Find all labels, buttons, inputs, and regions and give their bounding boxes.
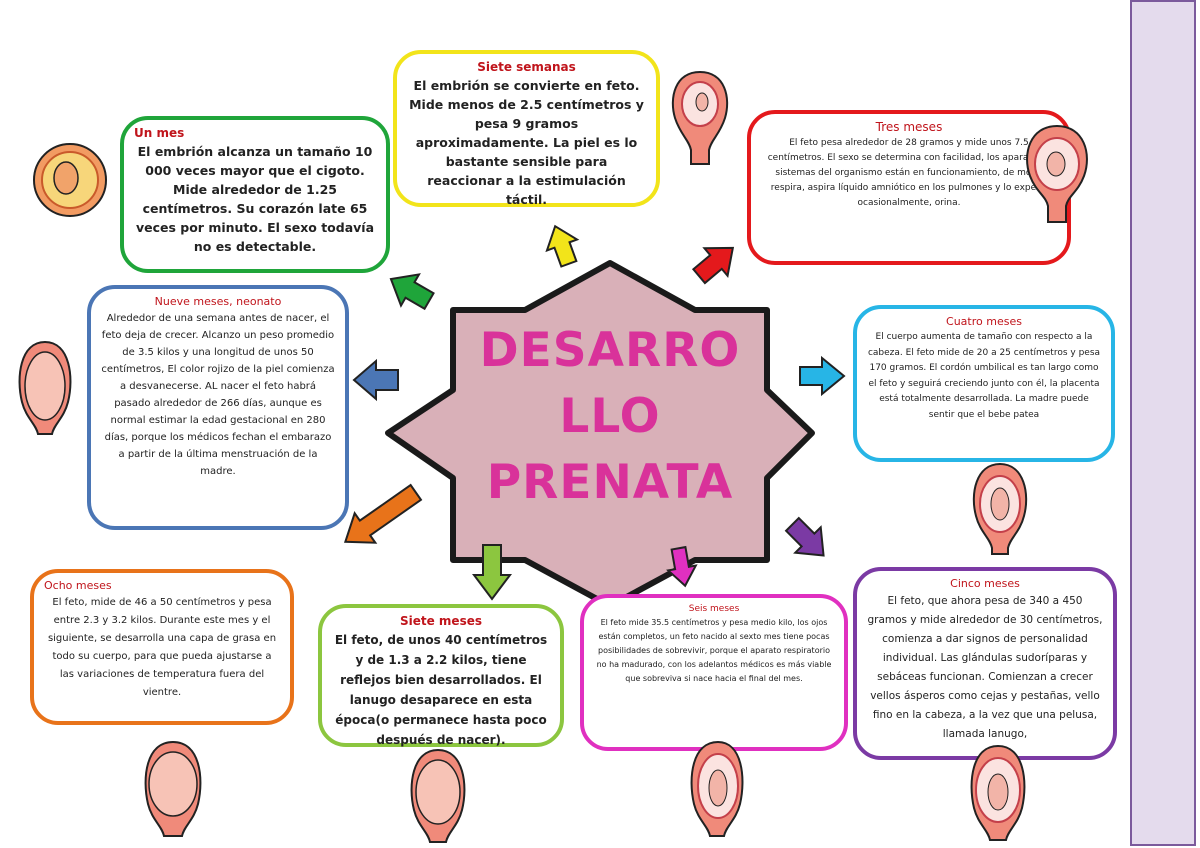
fetus-icon	[410, 748, 466, 843]
fetus-icon	[33, 143, 107, 217]
box-text: Alrededor de una semana antes de nacer, …	[101, 313, 335, 477]
arrow-to-three-months	[691, 246, 735, 285]
side-panel	[1130, 0, 1196, 846]
box-title: Siete meses	[399, 614, 482, 628]
arrow-to-four-months	[799, 355, 846, 397]
arrow-to-seven-months	[472, 544, 512, 601]
box-title: Siete semanas	[477, 60, 576, 74]
box-title: Tres meses	[875, 120, 943, 134]
fetus-icon	[970, 744, 1026, 841]
box-text: El embrión se convierte en feto. Mide me…	[409, 78, 644, 207]
box-title: Nueve meses, neonato	[154, 295, 282, 308]
box-text: El feto pesa alrededor de 28 gramos y mi…	[767, 138, 1051, 208]
fetus-icon	[144, 740, 202, 837]
box-text: El cuerpo aumenta de tamaño con respecto…	[867, 332, 1101, 420]
box-text: El feto mide 35.5 centímetros y pesa med…	[596, 618, 832, 683]
center-title: DESARRO LLO PRENATA	[455, 318, 765, 516]
center-title-line3: PRENATA	[486, 455, 734, 510]
box-text: El embrión alcanza un tamaño 10 000 vece…	[135, 144, 375, 254]
box-title: Seis meses	[688, 604, 740, 614]
box-nine-months: Nueve meses, neonato Alrededor de una se…	[87, 285, 349, 530]
box-text: El feto, mide de 46 a 50 centímetros y p…	[47, 597, 277, 698]
box-seven-months: Siete meses El feto, de unos 40 centímet…	[318, 604, 564, 747]
box-five-months: Cinco meses El feto, que ahora pesa de 3…	[853, 567, 1117, 760]
box-seven-weeks: Siete semanas El embrión se convierte en…	[393, 50, 660, 207]
box-title: Cinco meses	[950, 577, 1020, 590]
box-title: Un mes	[134, 126, 185, 140]
arrow-to-nine-months	[352, 358, 399, 402]
box-four-months: Cuatro meses El cuerpo aumenta de tamaño…	[853, 305, 1115, 462]
box-text: El feto, que ahora pesa de 340 a 450 gra…	[867, 595, 1103, 740]
arrow-to-one-month	[389, 273, 435, 311]
box-eight-months: Ocho meses El feto, mide de 46 a 50 cent…	[30, 569, 294, 725]
fetus-icon	[1026, 124, 1088, 223]
fetus-icon	[18, 340, 72, 435]
arrow-to-six-months	[666, 545, 698, 588]
box-three-months: Tres meses El feto pesa alrededor de 28 …	[747, 110, 1071, 265]
center-title-line2: LLO	[559, 389, 661, 444]
arrow-to-seven-weeks	[545, 224, 580, 268]
fetus-icon	[972, 462, 1028, 555]
fetus-icon	[671, 70, 729, 165]
arrow-to-five-months	[784, 516, 825, 557]
fetus-icon	[690, 740, 744, 837]
arrow-to-eight-months	[343, 483, 423, 544]
center-title-line1: DESARRO	[479, 323, 741, 378]
box-text: El feto, de unos 40 centímetros y de 1.3…	[334, 633, 548, 747]
box-six-months: Seis meses El feto mide 35.5 centímetros…	[580, 594, 848, 751]
box-title: Cuatro meses	[946, 315, 1022, 328]
box-one-month: Un mes El embrión alcanza un tamaño 10 0…	[120, 116, 390, 273]
box-title: Ocho meses	[44, 579, 112, 592]
